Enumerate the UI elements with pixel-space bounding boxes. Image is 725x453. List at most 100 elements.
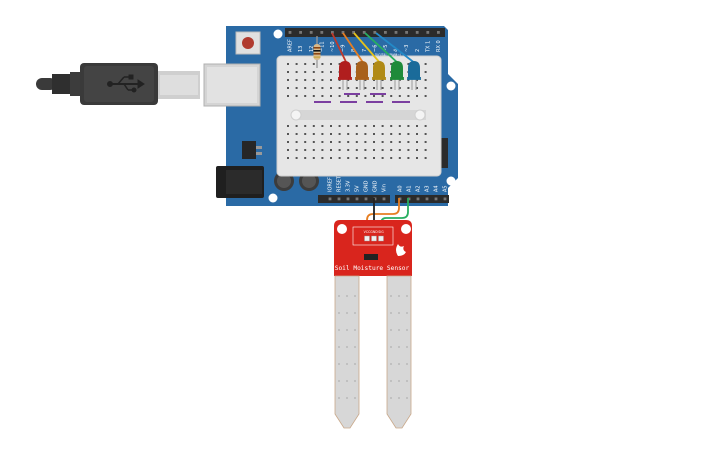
analog-header (395, 195, 449, 203)
breadboard-hole (407, 149, 410, 151)
breadboard-hole (338, 157, 341, 159)
breadboard-hole (295, 133, 298, 135)
breadboard-hole (287, 63, 289, 65)
prong-dot (398, 363, 400, 365)
breadboard-hole (287, 157, 289, 159)
breadboard-hole (304, 79, 307, 81)
breadboard-hole (416, 87, 418, 89)
breadboard-hole (364, 95, 367, 97)
sensor-label: Soil Moisture Sensor (335, 265, 410, 272)
digital-pin-label: ~9 (341, 45, 347, 52)
prong-dot (354, 329, 356, 331)
prong-dot (354, 363, 356, 365)
header-pin (288, 31, 292, 34)
breadboard-hole (407, 141, 410, 143)
analog-pin-label: A4 (434, 185, 440, 192)
sensor-pin (364, 235, 370, 242)
header-pin (362, 31, 366, 34)
header-pin (405, 31, 408, 34)
breadboard-hole (373, 141, 375, 143)
breadboard-hole (381, 125, 384, 127)
led-green (391, 61, 403, 79)
header-pin (364, 197, 368, 201)
breadboard-hole (347, 87, 350, 89)
prong-dot (406, 329, 408, 331)
prong-dot (346, 397, 348, 399)
prong-dot (354, 312, 356, 314)
prong-dot (398, 380, 400, 382)
power-pin-label: Vin (382, 184, 388, 192)
vcc-wire (366, 198, 400, 240)
analog-pin-label: A2 (416, 185, 422, 192)
capacitor-top (277, 174, 291, 188)
header-pin (341, 31, 345, 34)
breadboard-hole (312, 87, 315, 89)
sensor-pin-frame (352, 226, 394, 246)
prong-dot (406, 346, 408, 348)
power-pin-label: 5V (355, 185, 361, 192)
mounting-hole (268, 193, 278, 203)
breadboard-hole (330, 125, 332, 127)
prong-dot (354, 346, 356, 348)
breadboard-hole (321, 71, 324, 73)
prong-dot (390, 312, 392, 314)
breadboard-hole (330, 141, 332, 143)
breadboard-hole (287, 87, 289, 89)
breadboard-hole (287, 149, 289, 151)
breadboard-hole (312, 95, 315, 97)
breadboard-hole (398, 141, 401, 143)
icsp-header (440, 138, 448, 168)
prong-dot (398, 397, 400, 399)
breadboard-hole (287, 79, 289, 81)
header-pin (320, 31, 324, 34)
digital-pin-label: 2 (415, 49, 421, 52)
breadboard-hole (390, 141, 393, 143)
reset-button-cap[interactable] (242, 37, 254, 49)
breadboard-hole (347, 125, 350, 127)
prong-dot (390, 363, 392, 365)
sensor-pin-label: SIG (378, 230, 384, 234)
analog-pin-label: A1 (407, 185, 413, 192)
breadboard-hole (321, 149, 324, 151)
breadboard-hole (338, 125, 341, 127)
breadboard-hole (312, 79, 315, 81)
breadboard-hole (424, 141, 427, 143)
breadboard-hole (398, 149, 401, 151)
breadboard-hole (295, 149, 298, 151)
resistor (313, 36, 321, 68)
breadboard-hole (381, 157, 384, 159)
prong-dot (354, 295, 356, 297)
breadboard-hole (304, 157, 307, 159)
breadboard-hole (398, 125, 401, 127)
breadboard-hole (295, 95, 298, 97)
led-base (355, 77, 369, 80)
breadboard-hole (355, 133, 358, 135)
power-pin-label: GND (373, 180, 379, 192)
prong-dot (406, 363, 408, 365)
breadboard-hole (304, 149, 307, 151)
header-pin (299, 31, 302, 34)
breadboard-hole (373, 157, 375, 159)
breadboard-hole (373, 95, 375, 97)
breadboard-hole (364, 141, 367, 143)
led-base (338, 77, 352, 80)
sensor-board (334, 220, 412, 276)
breadboard-center-channel (298, 110, 426, 120)
digital-header-pins (288, 31, 440, 34)
digital-pin-label: ~3 (404, 45, 410, 52)
digital-pin-label: RX 0 (436, 40, 442, 52)
digital-pin-label: 13 (298, 46, 304, 52)
header-pin (355, 197, 359, 201)
breadboard-hole (330, 71, 332, 73)
breadboard-hole (295, 141, 298, 143)
led-orange (356, 61, 368, 79)
header-pin (426, 31, 430, 34)
breadboard-hole (424, 149, 427, 151)
prong-dot (398, 329, 400, 331)
breadboard-hole (364, 133, 367, 135)
led-wire (353, 32, 382, 65)
breadboard-hole (373, 87, 375, 89)
bottom-header-pins (328, 197, 447, 201)
